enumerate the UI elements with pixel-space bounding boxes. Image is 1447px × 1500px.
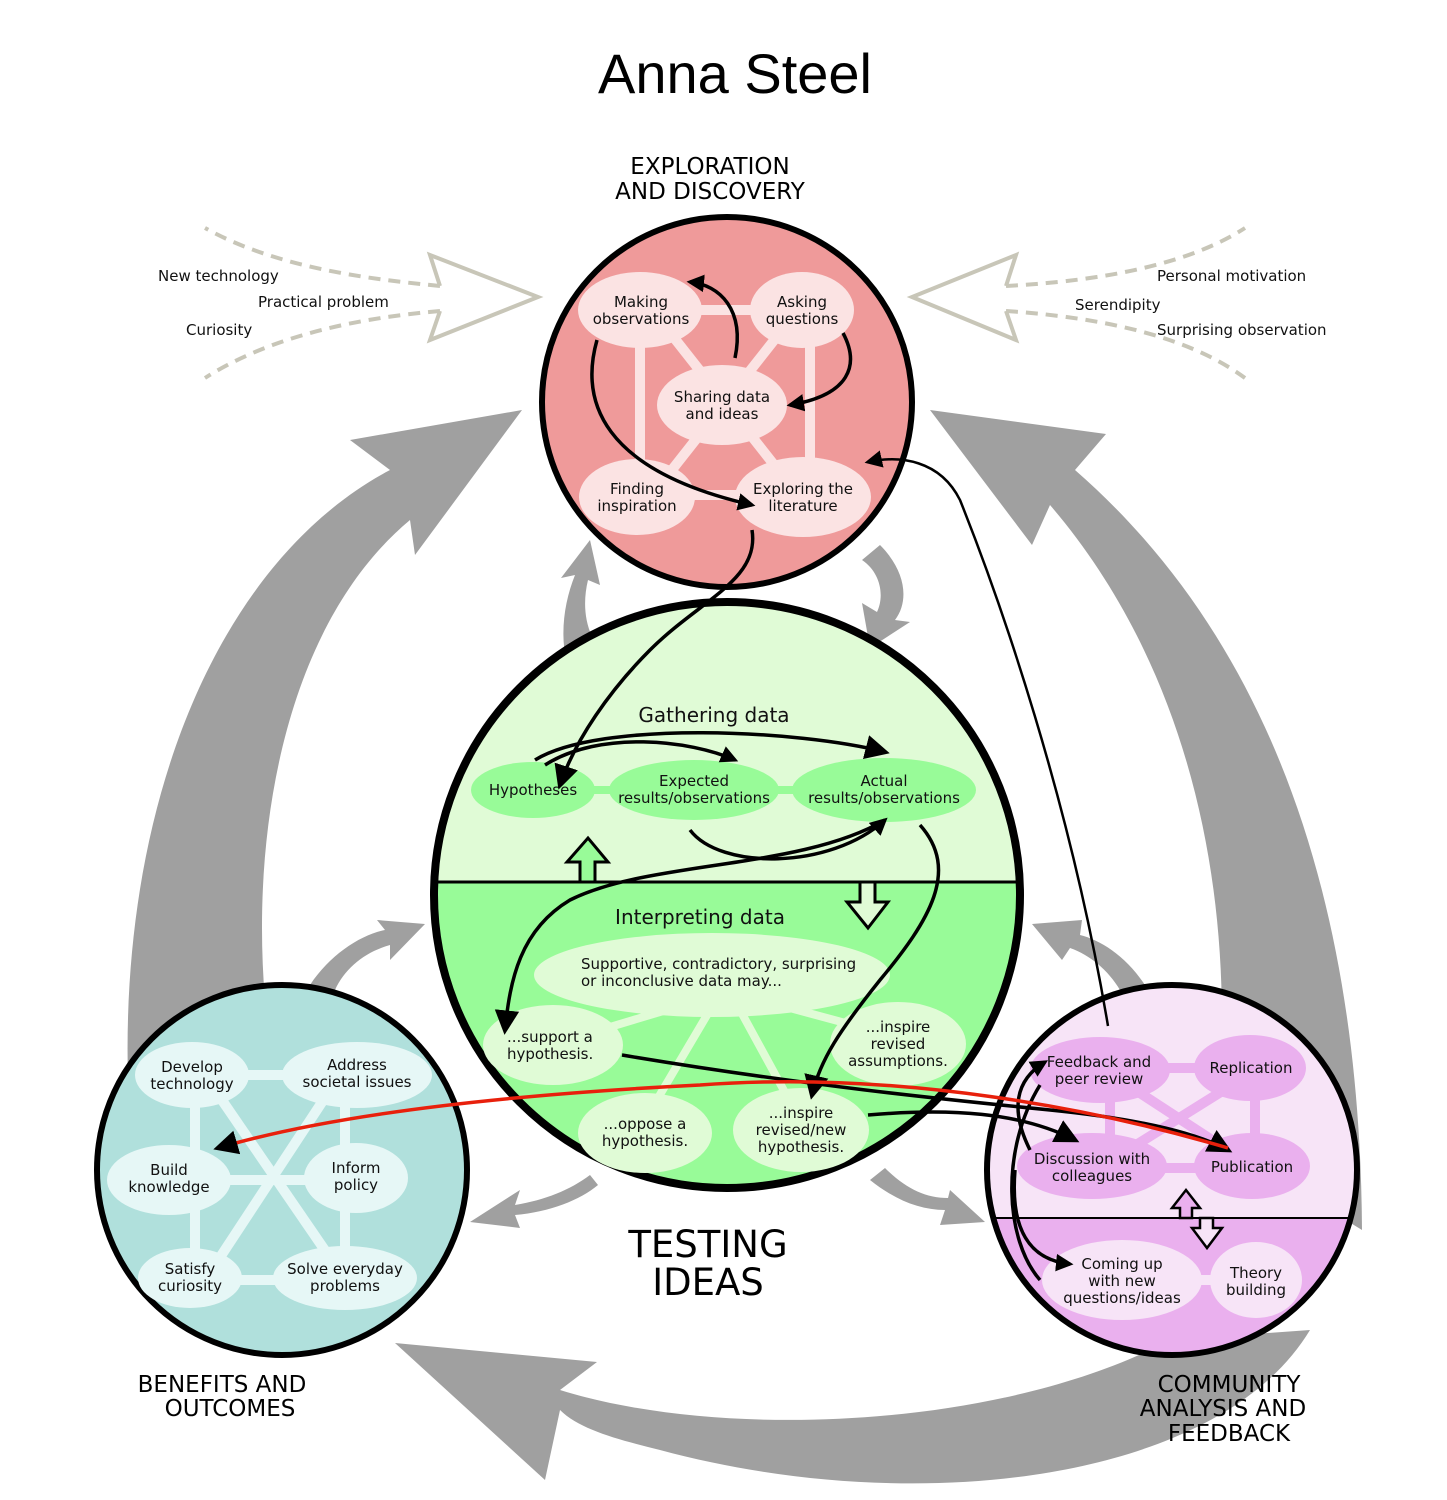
node-new-questions: questions/ideas (1063, 1289, 1181, 1307)
influence-label: Personal motivation (1157, 267, 1306, 285)
arrow-benefits-to-testing (310, 920, 425, 990)
cycle-arrow-community-to-benefits (395, 1330, 1310, 1484)
influence-label: New technology (158, 267, 279, 285)
node-inform-policy: Inform (332, 1159, 381, 1177)
community-circle[interactable]: Feedback and peer review Replication Dis… (980, 980, 1370, 1447)
node-inspire-hypothesis: ...inspire (769, 1104, 834, 1122)
node-discussion-colleagues: Discussion with (1034, 1150, 1150, 1168)
node-theory-building: building (1226, 1281, 1286, 1299)
node-finding-inspiration: Finding (610, 480, 664, 498)
node-build-knowledge: knowledge (128, 1178, 209, 1196)
node-solve-everyday-problems: Solve everyday (287, 1260, 403, 1278)
arrow-testing-to-exploration (561, 540, 600, 660)
section-label-testing: TESTING (627, 1223, 787, 1266)
node-new-questions: Coming up (1081, 1255, 1162, 1273)
node-sharing-data: and ideas (686, 405, 759, 423)
node-expected-results: results/observations (618, 789, 770, 807)
node-making-observations: observations (593, 310, 690, 328)
section-label-testing: IDEAS (652, 1261, 764, 1304)
section-label-benefits: OUTCOMES (165, 1396, 296, 1422)
node-data-may: Supportive, contradictory, surprising (581, 955, 856, 973)
influence-label: Serendipity (1075, 296, 1161, 314)
node-replication: Replication (1209, 1059, 1292, 1077)
node-publication: Publication (1211, 1158, 1293, 1176)
interpreting-data-heading: Interpreting data (615, 905, 785, 929)
up-arrow-icon (563, 835, 612, 884)
down-arrow-icon (843, 880, 892, 931)
node-finding-inspiration: inspiration (597, 497, 676, 515)
pathway-black (494, 450, 1233, 1282)
node-feedback-peer-review: peer review (1055, 1070, 1144, 1088)
node-satisfy-curiosity: curiosity (158, 1277, 222, 1295)
node-expected-results: Expected (659, 772, 729, 790)
section-label-benefits: BENEFITS AND (138, 1372, 307, 1398)
pathway-red (213, 1080, 1229, 1155)
node-asking-questions: questions (766, 310, 839, 328)
up-arrow-icon (1169, 1187, 1203, 1220)
influence-arrows (203, 226, 1247, 380)
node-exploring-literature: Exploring the (753, 480, 853, 498)
section-label-community: ANALYSIS AND (1140, 1396, 1306, 1422)
node-actual-results: Actual (861, 772, 908, 790)
node-address-societal-issues: Address (327, 1056, 387, 1074)
node-oppose-hypothesis: hypothesis. (602, 1132, 688, 1150)
cycle-arrow-benefits-to-exploration (127, 410, 523, 1080)
node-sharing-data: Sharing data (674, 388, 770, 406)
node-develop-technology: technology (150, 1075, 233, 1093)
gathering-data-heading: Gathering data (638, 703, 789, 727)
influences-left: New technology Practical problem Curiosi… (158, 267, 389, 339)
benefits-circle[interactable]: Develop technology Address societal issu… (94, 982, 470, 1422)
node-address-societal-issues: societal issues (303, 1073, 412, 1091)
down-arrow-icon (1189, 1216, 1225, 1251)
node-inspire-hypothesis: revised/new (756, 1121, 847, 1139)
arrow-testing-to-benefits (470, 1175, 598, 1228)
node-oppose-hypothesis: ...oppose a (604, 1115, 687, 1133)
node-making-observations: Making (614, 293, 668, 311)
node-exploring-literature: literature (768, 497, 837, 515)
node-support-hypothesis: hypothesis. (507, 1045, 593, 1063)
arrow-testing-to-community (870, 1168, 985, 1225)
node-satisfy-curiosity: Satisfy (165, 1260, 216, 1278)
node-new-questions: with new (1088, 1272, 1156, 1290)
influence-arrow-right (906, 251, 1020, 344)
node-asking-questions: Asking (777, 293, 827, 311)
arrow-exploration-to-testing (862, 545, 910, 648)
node-support-hypothesis: ...support a (507, 1028, 593, 1046)
exploration-circle[interactable]: EXPLORATION AND DISCOVERY Making observa… (539, 154, 915, 590)
section-label-exploration: AND DISCOVERY (615, 179, 806, 205)
node-actual-results: results/observations (808, 789, 960, 807)
arrow-community-to-testing (1032, 920, 1145, 990)
section-label-exploration: EXPLORATION (630, 154, 789, 180)
node-feedback-peer-review: Feedback and (1047, 1053, 1151, 1071)
node-inspire-hypothesis: hypothesis. (758, 1138, 844, 1156)
node-discussion-colleagues: colleagues (1052, 1167, 1132, 1185)
node-inspire-assumptions: revised (871, 1035, 926, 1053)
influence-label: Practical problem (258, 293, 389, 311)
influence-label: Surprising observation (1157, 321, 1327, 339)
node-inspire-assumptions: assumptions. (848, 1052, 948, 1070)
influences-right: Personal motivation Serendipity Surprisi… (1075, 267, 1327, 339)
node-build-knowledge: Build (150, 1161, 188, 1179)
influence-label: Curiosity (186, 321, 252, 339)
page-title: Anna Steel (598, 42, 872, 105)
node-theory-building: Theory (1229, 1264, 1282, 1282)
node-inspire-assumptions: ...inspire (866, 1018, 931, 1036)
influence-arrow-left (426, 251, 544, 344)
section-label-community: FEEDBACK (1168, 1421, 1291, 1447)
node-inform-policy: policy (334, 1176, 378, 1194)
section-label-community: COMMUNITY (1158, 1372, 1302, 1398)
node-develop-technology: Develop (161, 1058, 223, 1076)
node-solve-everyday-problems: problems (310, 1277, 380, 1295)
node-hypotheses: Hypotheses (489, 781, 578, 799)
node-data-may: or inconclusive data may... (581, 972, 782, 990)
